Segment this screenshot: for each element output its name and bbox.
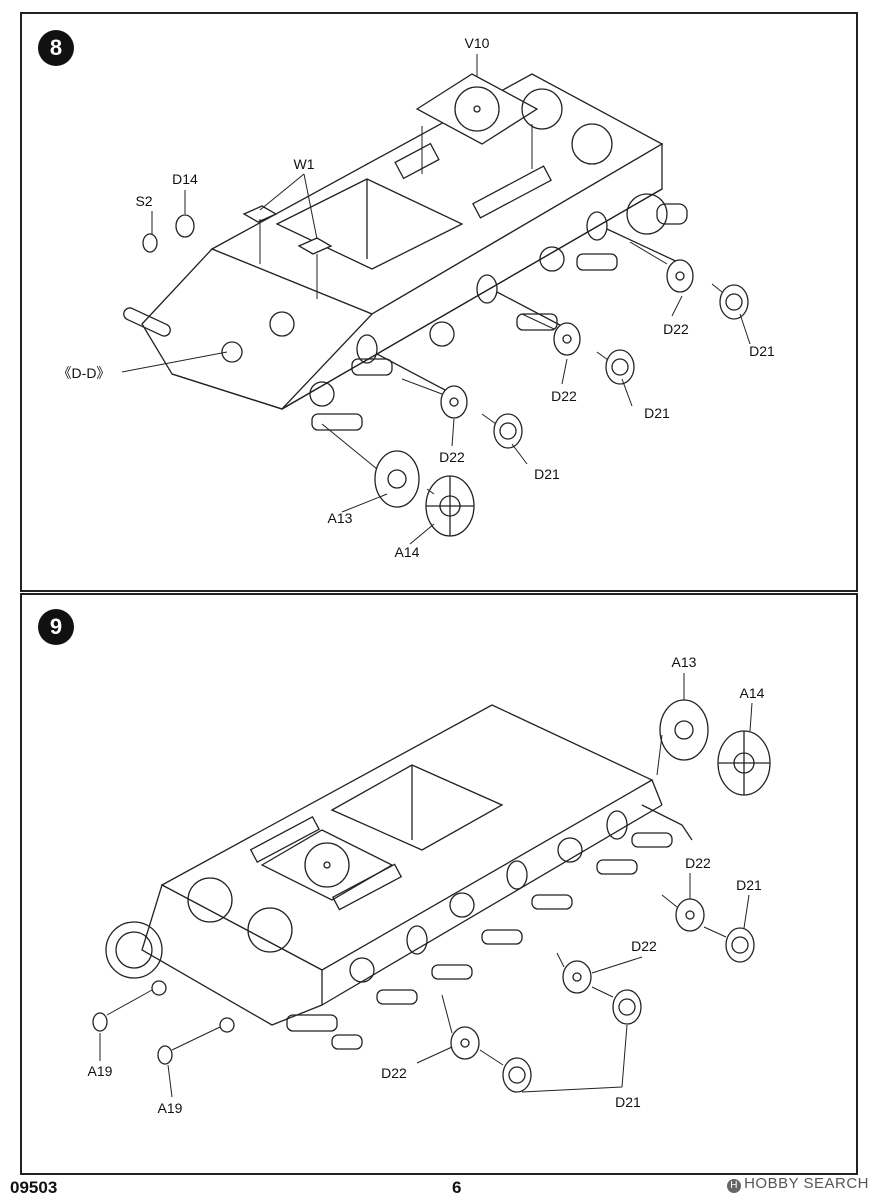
watermark-text: HOBBY SEARCH xyxy=(744,1175,869,1192)
label-s2: S2 xyxy=(135,193,152,209)
label-d21: D21 xyxy=(644,405,670,421)
label-d21: D21 xyxy=(736,877,762,893)
idler-wheel xyxy=(374,450,475,537)
label-a13: A13 xyxy=(672,654,697,670)
step-number-badge: 8 xyxy=(38,30,74,66)
v10-plate xyxy=(415,73,539,145)
step-8-drawing: V10 W1 D14 S2 《D-D》 A13 A14 D22 D21 D22 … xyxy=(58,35,775,560)
label-a13: A13 xyxy=(328,510,353,526)
label-d22: D22 xyxy=(685,855,711,871)
watermark-logo-icon: H xyxy=(727,1179,742,1193)
label-d22: D22 xyxy=(381,1065,407,1081)
suspension-arms xyxy=(286,810,673,1050)
label-d21: D21 xyxy=(534,466,560,482)
label-d22: D22 xyxy=(439,449,465,465)
label-d22: D22 xyxy=(631,938,657,954)
label-a14: A14 xyxy=(740,685,765,701)
label-d22: D22 xyxy=(551,388,577,404)
label-w1: W1 xyxy=(294,156,315,172)
step-9-panel: 9 xyxy=(20,593,858,1175)
step-number-badge: 9 xyxy=(38,609,74,645)
idler-wheel xyxy=(659,699,771,796)
step-9-drawing: A13 A14 D22 D21 D22 D22 D21 A19 A19 xyxy=(88,654,771,1116)
label-d14: D14 xyxy=(172,171,198,187)
label-d-d: 《D-D》 xyxy=(58,365,111,381)
label-v10: V10 xyxy=(465,35,490,51)
step-8-panel: 8 xyxy=(20,12,858,592)
label-d21: D21 xyxy=(749,343,775,359)
label-d22: D22 xyxy=(663,321,689,337)
product-code: 09503 xyxy=(10,1178,58,1197)
wheel-sets xyxy=(440,259,749,449)
label-d21: D21 xyxy=(615,1094,641,1110)
label-a14: A14 xyxy=(395,544,420,560)
label-a19: A19 xyxy=(158,1100,183,1116)
wheel-sets xyxy=(450,898,755,1093)
label-a19: A19 xyxy=(88,1063,113,1079)
page-number: 6 xyxy=(452,1178,462,1197)
